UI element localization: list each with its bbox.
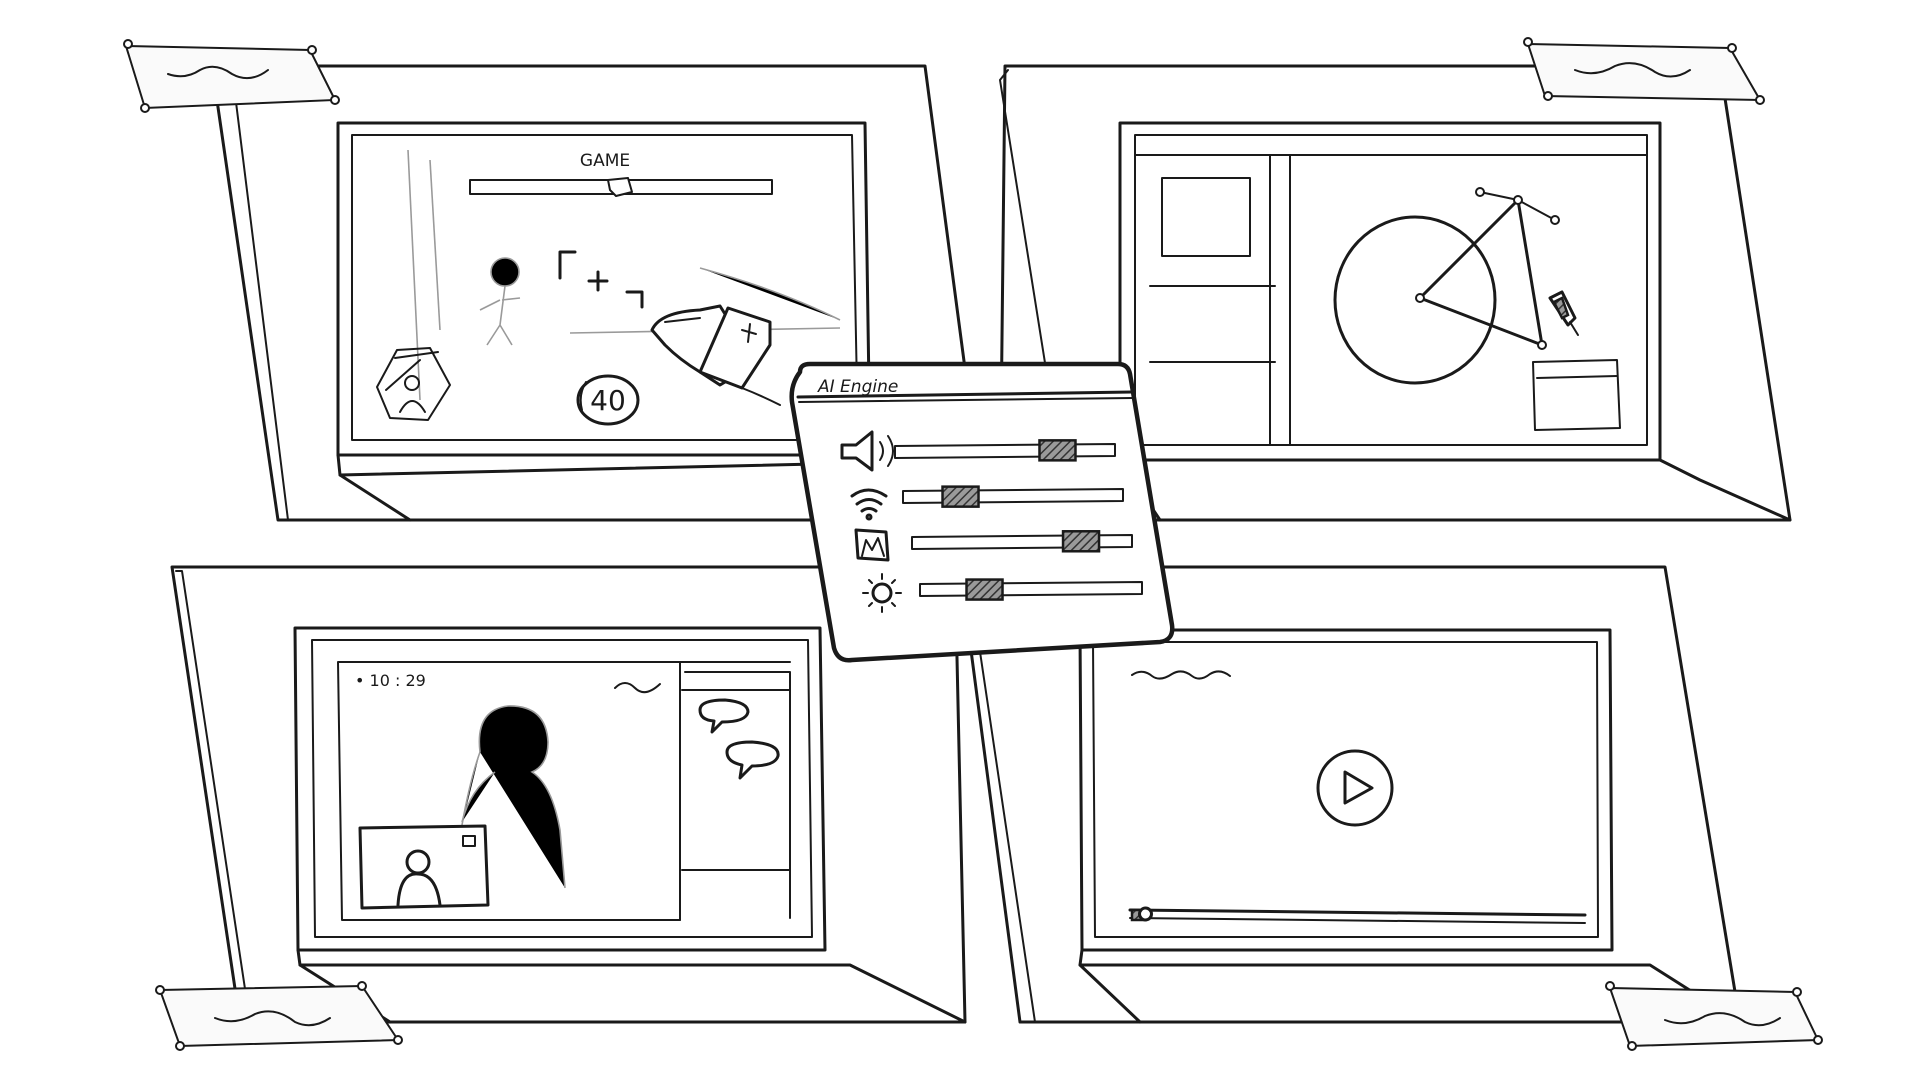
game-character-icon — [479, 257, 521, 346]
speaker-icon — [840, 430, 894, 472]
tape-label-top-right — [1523, 37, 1765, 105]
tape-label-top-left — [123, 39, 340, 113]
triangle-shape[interactable] — [1418, 198, 1544, 347]
image-quality-slider[interactable] — [911, 530, 1133, 553]
video-progress-bar[interactable] — [1128, 906, 1587, 924]
design-layers-panel — [1149, 154, 1291, 446]
ammo-counter: 40 — [576, 374, 640, 426]
game-health-marker-icon — [607, 177, 633, 197]
video-scrubber-handle[interactable] — [1138, 906, 1153, 922]
bezier-handle[interactable] — [1475, 187, 1485, 197]
crosshair-icon[interactable] — [558, 250, 644, 309]
ai-engine-panel[interactable]: AI Engine — [789, 361, 1175, 663]
slider-thumb[interactable] — [1061, 530, 1101, 553]
pointing-hand-icon — [650, 304, 781, 406]
chat-bubble-icon[interactable] — [725, 740, 780, 780]
circle-shape[interactable] — [1333, 215, 1497, 385]
call-timestamp: • 10 : 29 — [355, 671, 426, 690]
tape-label-bottom-left — [155, 981, 403, 1051]
anchor-point[interactable] — [1415, 293, 1425, 303]
chat-bubble-icon[interactable] — [698, 698, 750, 734]
brightness-icon — [862, 573, 902, 613]
volume-control[interactable] — [840, 430, 1116, 472]
image-control[interactable] — [854, 528, 1133, 562]
remote-participant-icon — [461, 705, 566, 889]
wifi-icon — [850, 488, 888, 521]
monitor-video-call: • 10 : 29 — [170, 565, 967, 1024]
slider-track[interactable] — [902, 488, 1124, 504]
image-icon — [854, 528, 890, 562]
slider-track[interactable] — [911, 534, 1133, 550]
video-player-screen[interactable] — [1128, 670, 1587, 924]
tape-label-bottom-right — [1605, 981, 1823, 1051]
call-video-area: • 10 : 29 — [337, 661, 681, 921]
pen-tool-icon[interactable] — [1548, 290, 1579, 336]
slider-thumb[interactable] — [1038, 439, 1077, 462]
bezier-handle[interactable] — [1550, 215, 1560, 225]
self-view-thumbnail[interactable] — [358, 824, 490, 910]
anchor-point[interactable] — [1513, 195, 1523, 205]
ai-engine-title: AI Engine — [817, 377, 898, 397]
layer-thumbnail[interactable] — [1161, 177, 1251, 257]
network-control[interactable] — [850, 485, 1124, 521]
network-slider[interactable] — [902, 485, 1124, 508]
slider-thumb[interactable] — [941, 485, 980, 508]
brightness-control[interactable] — [862, 573, 1143, 613]
anchor-point[interactable] — [1537, 340, 1547, 350]
slider-thumb[interactable] — [965, 578, 1004, 601]
camera-icon — [462, 835, 476, 847]
game-screen[interactable]: GAME 40 — [376, 149, 841, 426]
play-button[interactable] — [1316, 749, 1394, 827]
monitor-game: GAME 40 — [210, 64, 987, 522]
chat-panel — [679, 661, 791, 921]
player-profile-icon[interactable] — [376, 347, 451, 421]
properties-popup[interactable] — [1532, 359, 1621, 431]
game-title: GAME — [580, 151, 630, 171]
design-canvas[interactable] — [1333, 187, 1621, 431]
slider-track[interactable] — [919, 581, 1143, 597]
brightness-slider[interactable] — [919, 578, 1143, 601]
play-icon — [1343, 770, 1374, 805]
ammo-count: 40 — [590, 384, 626, 417]
volume-slider[interactable] — [894, 439, 1116, 462]
